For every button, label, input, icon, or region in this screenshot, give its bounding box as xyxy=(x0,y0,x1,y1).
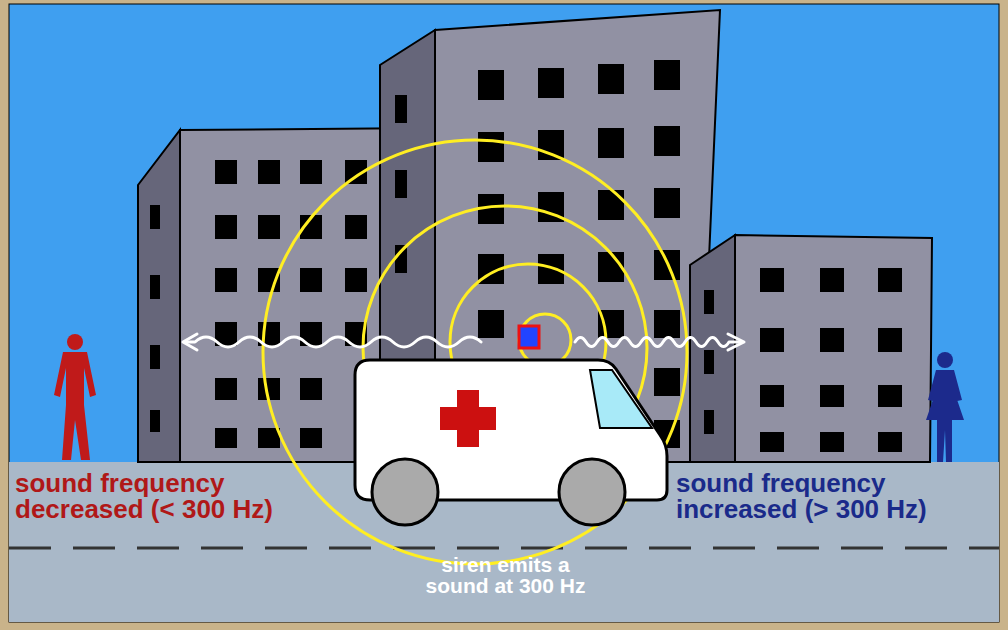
listener-right xyxy=(926,352,964,462)
siren-light xyxy=(519,326,539,348)
siren-caption: siren emits a sound at 300 Hz xyxy=(418,554,593,596)
ambulance xyxy=(355,326,667,525)
arrow-head xyxy=(183,334,197,350)
arrow-head xyxy=(728,334,744,350)
short-wave xyxy=(575,338,742,347)
frequency-note: sound frequency decreased (< 300 Hz) xyxy=(15,470,315,522)
long-wave xyxy=(185,337,481,347)
right-building xyxy=(690,235,932,462)
frequency-note: sound frequency increased (> 300 Hz) xyxy=(676,470,996,522)
listener-left xyxy=(54,334,96,460)
road-line xyxy=(9,547,999,550)
wave-arrows xyxy=(183,334,744,350)
sound-wavefronts xyxy=(263,140,687,564)
sky xyxy=(9,4,999,622)
